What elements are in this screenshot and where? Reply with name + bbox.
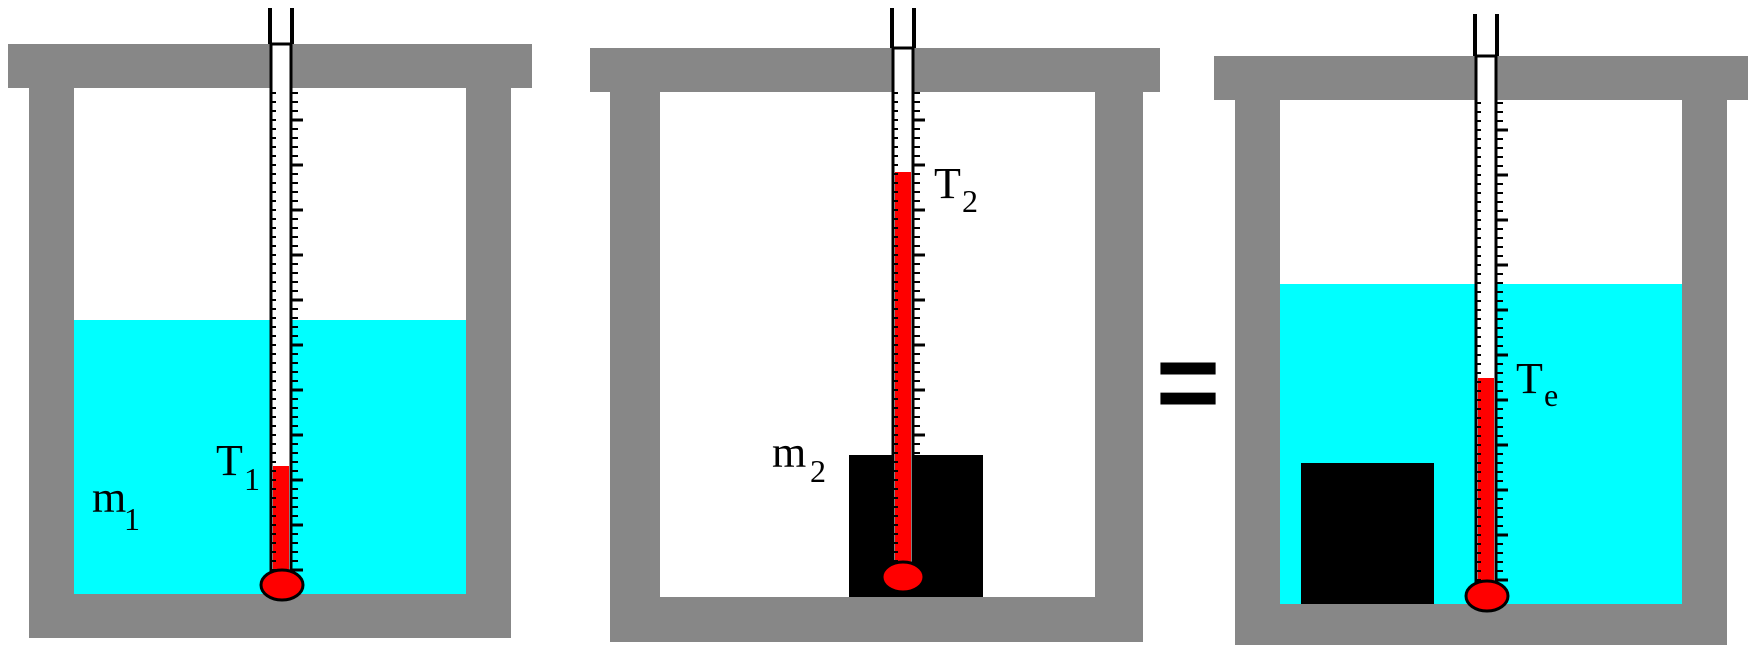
thermometer-2-label: T 2 — [934, 159, 978, 219]
thermometer-1-label: T 1 — [216, 436, 260, 497]
mass-label-m1: m — [92, 473, 126, 522]
equals-sign: = — [1156, 321, 1220, 444]
thermometer-1-bulb — [259, 568, 305, 602]
thermometer-3-label: T e — [1516, 354, 1558, 413]
calorimeter-1-right-wall — [466, 88, 511, 638]
thermometer-2 — [880, 8, 926, 594]
temperature-label-t1-subscript: 1 — [244, 461, 260, 497]
calorimeter-2-lid — [590, 48, 1160, 92]
thermometer-3-mercury — [1478, 378, 1494, 584]
calorimeter-2: T 2 m 2 — [590, 8, 1160, 642]
calorimeter-1-floor — [29, 594, 511, 638]
temperature-label-t2-subscript: 2 — [962, 183, 978, 219]
calorimeter-1-left-wall — [29, 88, 74, 638]
calorimeter-3-left-wall — [1235, 100, 1280, 645]
thermometer-2-bulb — [880, 560, 926, 594]
temperature-label-t2: T — [934, 159, 961, 208]
calorimeter-3: T e — [1214, 14, 1748, 645]
thermometer-1-scale — [271, 92, 303, 572]
metal-block-3 — [1301, 463, 1434, 604]
calorimeter-2-left-wall — [610, 92, 660, 642]
calorimeter-3-right-wall — [1682, 100, 1727, 645]
mass-label-m1-subscript: 1 — [124, 501, 140, 537]
temperature-label-t1: T — [216, 436, 243, 485]
mass-2-label: m 2 — [772, 428, 826, 489]
calorimeter-2-floor — [610, 597, 1143, 642]
temperature-label-te: T — [1516, 354, 1543, 403]
mass-label-m2-subscript: 2 — [810, 453, 826, 489]
mass-1-label: m 1 — [92, 473, 140, 537]
thermometer-3-scale — [1476, 102, 1508, 582]
thermometer-3-bulb — [1464, 579, 1510, 613]
thermometer-2-mercury — [895, 172, 911, 576]
mass-label-m2: m — [772, 428, 806, 477]
thermometer-1 — [259, 8, 305, 602]
temperature-label-te-subscript: e — [1544, 377, 1558, 413]
thermometer-2-scale — [893, 92, 925, 572]
calorimeter-1: T 1 m 1 — [8, 8, 532, 638]
calorimeter-2-right-wall — [1095, 92, 1143, 642]
thermometer-3 — [1464, 14, 1510, 613]
thermometer-1-mercury — [273, 466, 289, 574]
